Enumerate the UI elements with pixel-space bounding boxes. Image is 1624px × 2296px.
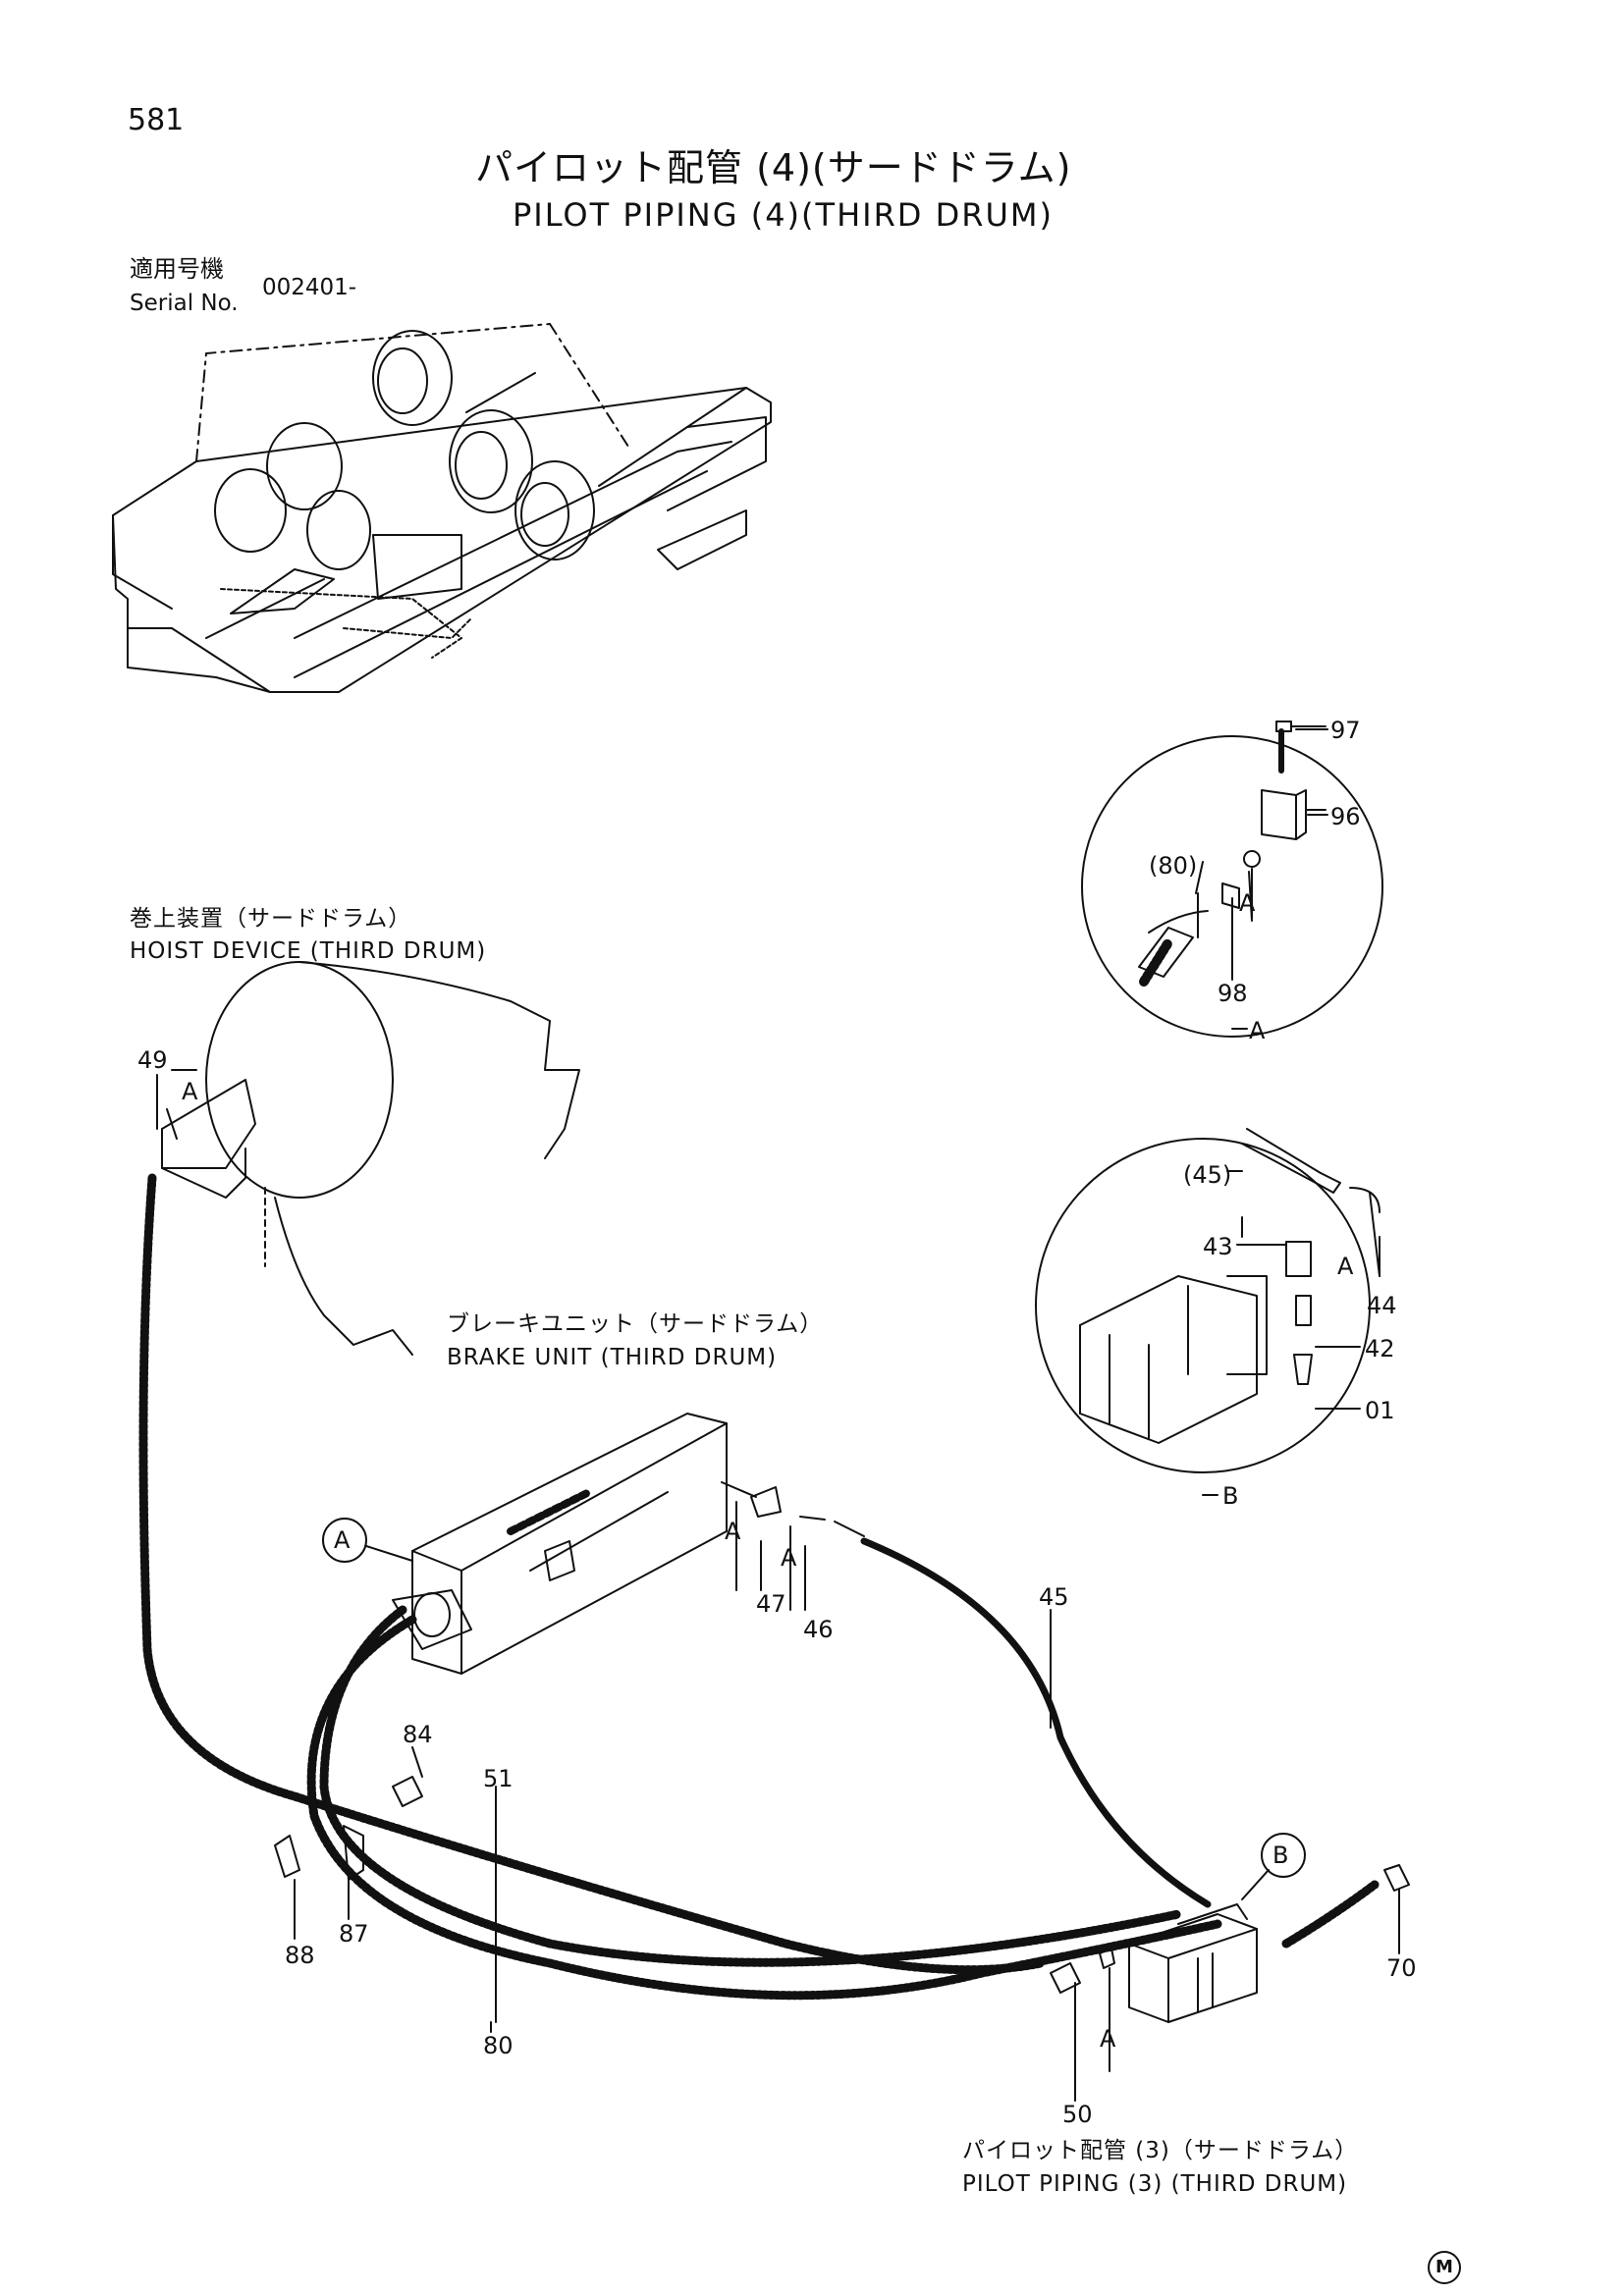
detail-b-circle (1035, 1128, 1380, 1473)
callout-a-46: A (781, 1544, 797, 1572)
brake-unit (392, 1413, 865, 1675)
manufacturer-mark: M (1428, 2251, 1461, 2284)
callout-51: 51 (483, 1765, 514, 1792)
circle-callout-a: A (334, 1526, 351, 1554)
callout-45-ref: (45) (1183, 1161, 1232, 1189)
callout-50: 50 (1062, 2101, 1093, 2128)
pilot-piping-3-label-en: PILOT PIPING (3) (THIRD DRUM) (962, 2171, 1348, 2197)
hoist-device-label-jp: 巻上装置（サードドラム） (130, 906, 412, 932)
valve-block (1128, 1864, 1410, 2023)
callout-46: 46 (803, 1616, 834, 1643)
callout-70: 70 (1386, 1954, 1417, 1982)
callout-45: 45 (1039, 1583, 1069, 1611)
callout-84: 84 (403, 1721, 433, 1748)
callout-a-50: A (1100, 2025, 1116, 2053)
callout-96: 96 (1330, 803, 1361, 830)
brake-unit-label-en: BRAKE UNIT (THIRD DRUM) (447, 1345, 778, 1370)
callout-97: 97 (1330, 717, 1361, 744)
callout-80: 80 (483, 2032, 514, 2059)
pilot-piping-3-label-jp: パイロット配管 (3)（サードドラム） (962, 2138, 1359, 2163)
callout-98: 98 (1218, 980, 1248, 1007)
callout-a-detail1: A (1239, 889, 1256, 917)
machine-overview (112, 323, 772, 693)
circle-callout-b: B (1272, 1842, 1289, 1869)
hoist-device (161, 961, 580, 1356)
leader-lines (156, 728, 1400, 2102)
callout-a-hoist: A (182, 1078, 198, 1105)
callout-49: 49 (137, 1046, 168, 1074)
serial-label-en: Serial No. (130, 291, 239, 316)
brake-unit-label-jp: ブレーキユニット（サードドラム） (447, 1311, 824, 1337)
detail-a-circle (1081, 721, 1383, 1038)
callout-01: 01 (1365, 1397, 1395, 1424)
hoses (138, 1173, 1380, 2001)
serial-value: 002401- (262, 275, 357, 300)
callout-44: 44 (1367, 1292, 1397, 1319)
page-title-en: PILOT PIPING (4)(THIRD DRUM) (513, 196, 1054, 234)
callout-a-47: A (725, 1518, 741, 1545)
detail-a-label: A (1249, 1017, 1266, 1044)
detail-b-label: B (1222, 1482, 1239, 1510)
callout-47: 47 (756, 1590, 786, 1618)
callout-43: 43 (1203, 1233, 1233, 1260)
callout-87: 87 (339, 1920, 369, 1948)
serial-label-jp: 適用号機 (130, 255, 224, 283)
hoist-device-label-en: HOIST DEVICE (THIRD DRUM) (130, 938, 487, 964)
page-number: 581 (128, 103, 185, 137)
callout-42: 42 (1365, 1335, 1395, 1362)
page-title-jp: パイロット配管 (4)(サードドラム) (475, 146, 1072, 189)
callout-80-ref: (80) (1149, 852, 1198, 880)
clamp-parts (274, 1776, 1115, 1994)
callout-a-detail2: A (1337, 1253, 1354, 1280)
callout-88: 88 (285, 1942, 315, 1969)
